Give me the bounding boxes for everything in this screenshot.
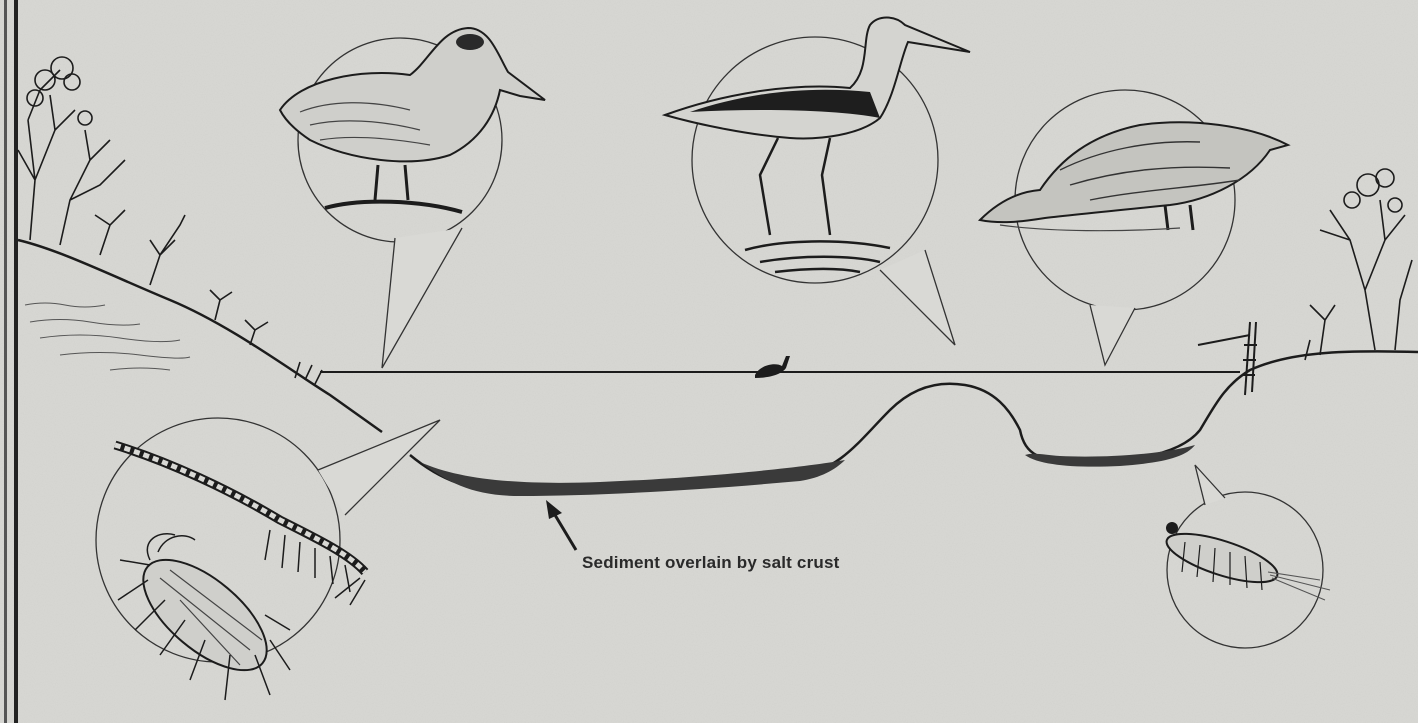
sediment-caption: Sediment overlain by salt crust [582, 553, 840, 573]
